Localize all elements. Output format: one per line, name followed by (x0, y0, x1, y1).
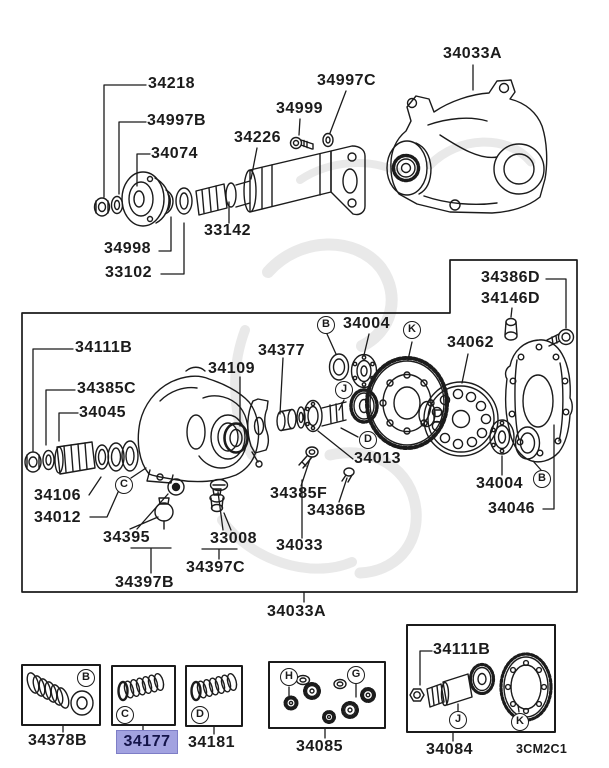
part-label-34045: 34045 (79, 404, 126, 421)
part-label-34997B: 34997B (147, 112, 207, 129)
part-label-34395: 34395 (103, 529, 150, 546)
part-label-34997C: 34997C (317, 72, 377, 89)
callout-k2-icon: K (511, 713, 529, 731)
part-label-34085: 34085 (296, 738, 343, 755)
main-assembly-box (21, 259, 578, 593)
part-label-34109: 34109 (208, 360, 255, 377)
callout-d2-icon: D (191, 706, 209, 724)
callout-b-icon: B (317, 316, 335, 334)
diff-case-drawing (418, 381, 499, 457)
part-label-34004-bottom: 34004 (476, 475, 523, 492)
part-label-34386B: 34386B (307, 502, 367, 519)
diff-housing-drawing (386, 79, 548, 214)
leader-lines (32, 64, 567, 742)
plugs-drawing (154, 478, 229, 530)
callout-j2-icon: J (449, 711, 467, 729)
part-label-34084: 34084 (426, 741, 473, 758)
part-label-34385C: 34385C (77, 380, 137, 397)
part-label-33102: 33102 (105, 264, 152, 281)
extension-shaft-drawing (195, 132, 366, 216)
part-label-34033A-top: 34033A (443, 45, 503, 62)
part-label-34218: 34218 (148, 75, 195, 92)
part-label-34106: 34106 (34, 487, 81, 504)
part-label-34013: 34013 (354, 450, 401, 467)
part-label-34074: 34074 (151, 145, 198, 162)
companion-flange-drawing (93, 171, 193, 227)
inset-box-final-drive (409, 652, 553, 722)
callout-b3-icon: B (77, 669, 95, 687)
part-label-34146D: 34146D (481, 290, 541, 307)
sheet-code: 3CM2C1 (516, 742, 568, 756)
callout-c-icon: C (115, 476, 133, 494)
inset-box-gears (283, 674, 376, 724)
part-label-34111B-inset: 34111B (433, 641, 491, 658)
drive-pinion-drawing (276, 353, 379, 483)
part-label-34111B: 34111B (75, 339, 133, 356)
part-label-34012: 34012 (34, 509, 81, 526)
inset-box-springs (26, 672, 238, 716)
part-label-34177-selected[interactable]: 34177 (116, 730, 178, 754)
callout-c2-icon: C (116, 706, 134, 724)
part-label-34385F: 34385F (270, 485, 328, 502)
callout-k-icon: K (403, 321, 421, 339)
part-label-34033A-bottom: 34033A (267, 603, 327, 620)
part-label-34004-top: 34004 (343, 315, 390, 332)
part-label-34181: 34181 (188, 734, 235, 751)
inset-boxes (21, 624, 556, 733)
callout-j-icon: J (335, 381, 353, 399)
part-label-34397B: 34397B (115, 574, 175, 591)
part-label-34378B: 34378B (28, 732, 88, 749)
callout-h-icon: H (280, 668, 298, 686)
ring-gear-drawing (365, 356, 449, 450)
part-label-34386D: 34386D (481, 269, 541, 286)
cover-drawing (489, 317, 575, 463)
part-label-34046: 34046 (488, 500, 535, 517)
part-label-34999: 34999 (276, 100, 323, 117)
callout-g-icon: G (347, 666, 365, 684)
part-label-34062: 34062 (447, 334, 494, 351)
part-label-34033: 34033 (276, 537, 323, 554)
callout-b2-icon: B (533, 470, 551, 488)
carrier-drawing (24, 366, 270, 484)
part-label-33142: 33142 (204, 222, 251, 239)
part-label-34998: 34998 (104, 240, 151, 257)
part-label-34377: 34377 (258, 342, 305, 359)
callout-d-icon: D (359, 431, 377, 449)
watermark (217, 137, 536, 579)
part-label-34226: 34226 (234, 129, 281, 146)
part-label-33008: 33008 (210, 530, 257, 547)
part-label-34397C: 34397C (186, 559, 246, 576)
